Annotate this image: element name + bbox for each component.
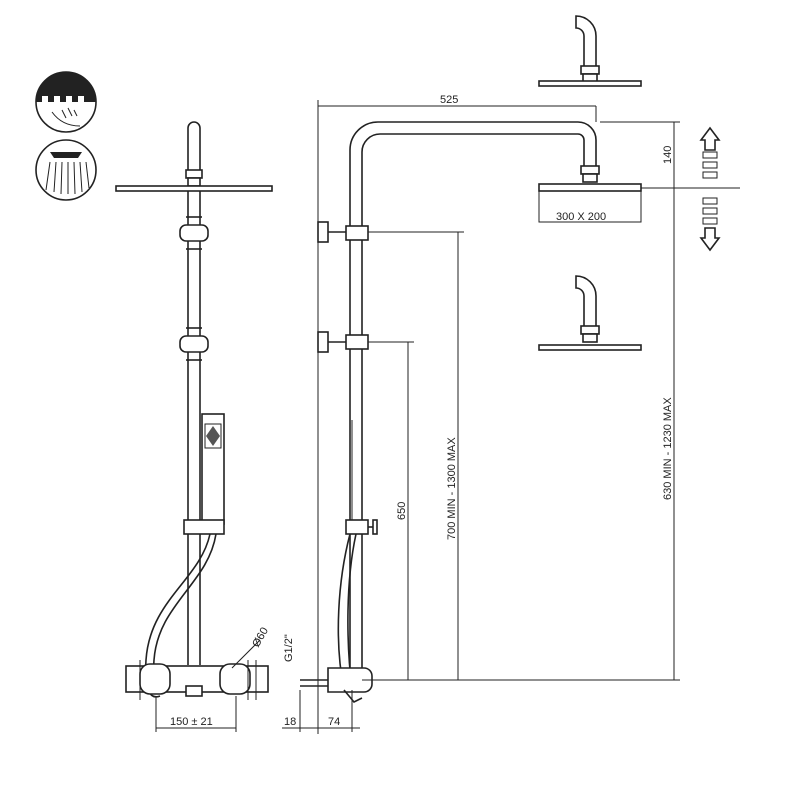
wall-bracket (317, 331, 369, 353)
vertical-dimensions: 650 700 MIN - 1300 MAX 630 MIN - 1230 MA… (362, 121, 740, 681)
head-drop-label: 140 (662, 146, 674, 164)
wall-offset-large-label: 74 (328, 716, 340, 728)
inlet-spacing-label: 150 ± 21 (170, 716, 213, 728)
bar-height-range-label: 700 MIN - 1300 MAX (446, 437, 458, 540)
shower-spray-icon (35, 139, 97, 201)
wall-bracket (317, 221, 369, 243)
column-clamp (179, 327, 209, 361)
column-clamp (179, 216, 209, 250)
thermostatic-mixer (125, 660, 269, 700)
total-range-label: 630 MIN - 1230 MAX (662, 397, 674, 500)
head-variant-top (538, 15, 642, 87)
slider-height-label: 650 (396, 502, 408, 520)
hand-shower (183, 413, 225, 535)
rain-function-icon (35, 71, 97, 133)
arm-length-label: 525 (440, 94, 458, 106)
front-view: Ø60 150 ± 21 (115, 121, 273, 732)
head-variant-bottom (538, 275, 642, 351)
head-size-label: 300 X 200 (556, 211, 606, 223)
wall-offset-small-label: 18 (284, 716, 296, 728)
knob-diameter-label: Ø60 (250, 625, 271, 649)
height-adjust-arrows-icon (699, 126, 721, 252)
connection-thread-label: G1/2" (283, 634, 295, 662)
side-view: 300 X 200 G1/2" (282, 94, 642, 734)
